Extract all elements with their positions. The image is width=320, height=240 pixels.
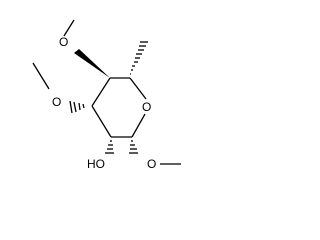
hashed-bond-c2-oh (105, 140, 114, 154)
wedge-bond-c4-o (74, 49, 110, 78)
substituent-bonds (32, 19, 181, 165)
hashed-bond-c5-methyl (130, 41, 148, 75)
hashed-bond-c1-o (129, 140, 138, 154)
bond-c4-c3 (91, 77, 111, 107)
bond-c1-ring-o (131, 113, 146, 138)
bond-c3-c2 (91, 105, 112, 138)
bond-ring-o-c5 (129, 77, 147, 100)
hydroxyl-label: HO (87, 157, 105, 171)
c1-methoxy-oxygen-label: O (147, 157, 156, 171)
bond-o3-methyl (32, 62, 50, 90)
ring-bonds (91, 77, 147, 138)
structure-canvas: O O O HO O (32, 19, 181, 171)
hashed-bond-c3-o (69, 100, 85, 114)
bond-o4-methyl (63, 19, 75, 37)
c3-methoxy-oxygen-label: O (52, 95, 61, 109)
ring-oxygen-label: O (142, 100, 151, 114)
c4-methoxy-oxygen-label: O (59, 35, 68, 49)
